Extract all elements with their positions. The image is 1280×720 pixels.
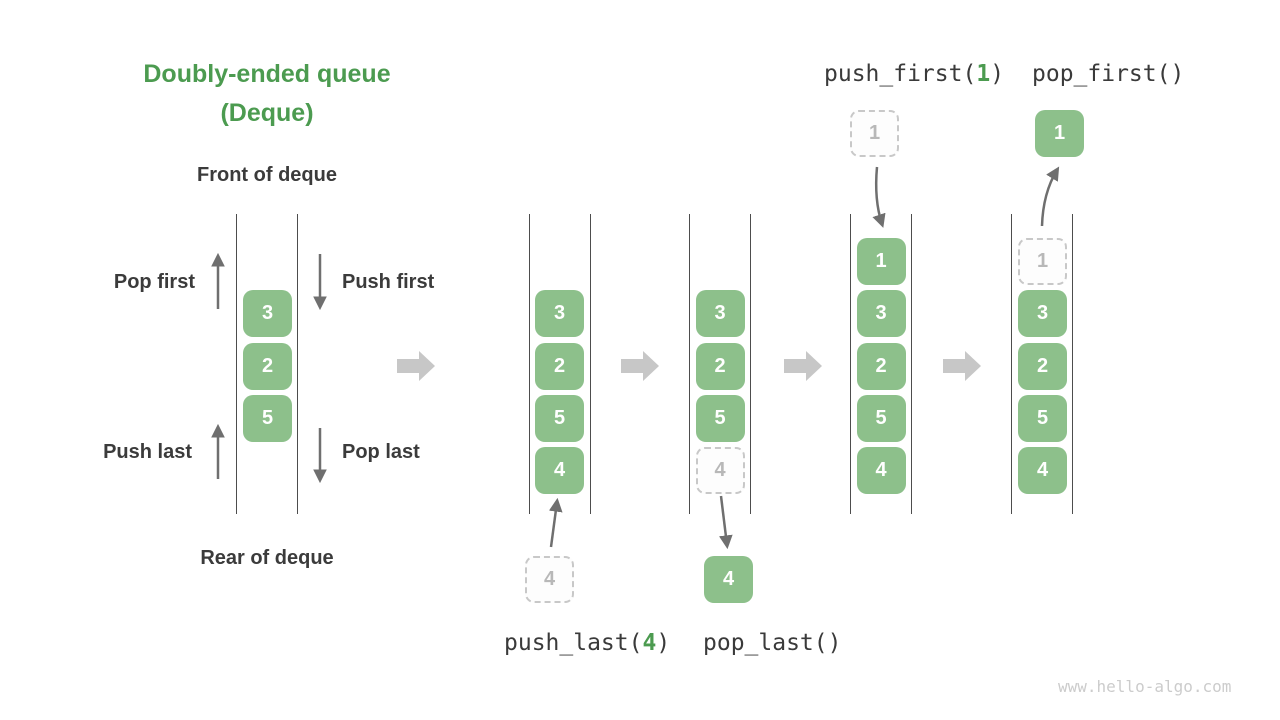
queue-after-push-first <box>849 214 912 514</box>
deque-item: 5 <box>695 395 745 442</box>
front-of-deque-label: Front of deque <box>197 164 337 186</box>
op-text: push_first( <box>824 61 977 87</box>
deque-item: 3 <box>535 290 584 337</box>
queue-initial <box>236 214 298 514</box>
push-first-label: Push first <box>342 271 435 293</box>
push-last-input-ghost-cell: 4 <box>525 556 574 603</box>
queue-after-pop-last <box>688 214 751 514</box>
deque-item: 3 <box>243 290 292 337</box>
transition-arrow-icon <box>784 351 822 381</box>
deque-item-ghost: 4 <box>695 447 745 494</box>
deque-item: 2 <box>856 343 906 390</box>
deque-item: 4 <box>535 447 584 494</box>
deque-item: 5 <box>856 395 906 442</box>
push-last-label: Push last <box>103 441 192 463</box>
pop-first-label: Pop first <box>113 271 195 293</box>
deque-item: 3 <box>695 290 745 337</box>
op-text: ) <box>990 61 1005 87</box>
op-text: ) <box>656 630 671 656</box>
deque-item: 4 <box>1018 447 1067 494</box>
queue-after-pop-first <box>1011 214 1073 514</box>
transition-arrow-icon <box>621 351 659 381</box>
deque-item: 2 <box>695 343 745 390</box>
title-line2: (Deque) <box>220 99 314 127</box>
deque-item: 5 <box>243 395 292 442</box>
op-pop-last-label: pop_last() <box>703 630 842 656</box>
op-push-last-label: push_last(4) <box>504 630 670 656</box>
deque-item: 4 <box>856 447 906 494</box>
op-push-first-label: push_first(1) <box>824 61 1004 87</box>
transition-arrow-icon <box>943 351 981 381</box>
deque-item: 2 <box>243 343 292 390</box>
pop-first-output-cell: 1 <box>1035 110 1084 157</box>
pop-last-label: Pop last <box>342 441 420 463</box>
op-text: push_last( <box>504 630 643 656</box>
queue-after-push-last <box>528 214 591 514</box>
push-first-input-ghost-cell: 1 <box>850 110 899 157</box>
deque-item: 2 <box>535 343 584 390</box>
deque-item: 1 <box>856 238 906 285</box>
op-pop-first-label: pop_first() <box>1032 61 1185 87</box>
deque-item: 3 <box>856 290 906 337</box>
op-arg: 4 <box>642 630 657 656</box>
deque-item: 2 <box>1018 343 1067 390</box>
title-line1: Doubly-ended queue <box>143 60 391 88</box>
transition-arrow-icon <box>397 351 435 381</box>
rear-of-deque-label: Rear of deque <box>200 547 334 569</box>
pop-last-output-cell: 4 <box>704 556 753 603</box>
page-title: Doubly-ended queue (Deque) <box>92 55 442 133</box>
deque-item: 5 <box>1018 395 1067 442</box>
watermark: www.hello-algo.com <box>1058 677 1232 696</box>
op-arg: 1 <box>976 61 991 87</box>
deque-item: 3 <box>1018 290 1067 337</box>
deque-item-ghost: 1 <box>1018 238 1067 285</box>
deque-item: 5 <box>535 395 584 442</box>
